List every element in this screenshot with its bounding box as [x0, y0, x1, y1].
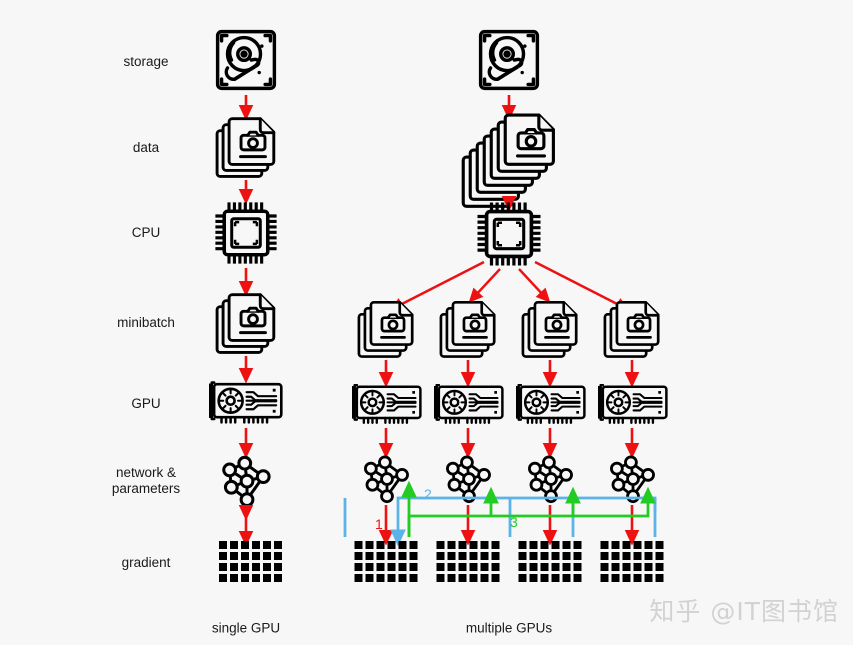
step3-green-broadcast-bus: [401, 480, 656, 537]
gpu-device-1: [352, 300, 422, 504]
gpu-card-icon: [209, 381, 283, 424]
row-label-storage: storage: [123, 54, 169, 69]
gpu-card-icon: [434, 384, 504, 425]
minibatch-stack-icon: [215, 293, 276, 354]
row-label-minibatch: minibatch: [117, 315, 175, 330]
row-label-network: network & parameters: [111, 465, 181, 496]
gpu-card-icon: [598, 384, 668, 425]
hard-drive-icon: [215, 29, 277, 91]
gpu-device-2: [434, 300, 504, 504]
row-label-gpu: GPU: [131, 396, 161, 411]
caption-single-gpu: single GPU: [211, 620, 281, 636]
flow-step-labels: 1 2 3: [375, 486, 518, 532]
gradient-grid-icon: [436, 541, 500, 582]
flow-step-1-label: 1: [375, 516, 383, 532]
hard-drive-icon: [478, 29, 540, 91]
minibatch-stack-icon: [521, 300, 578, 358]
cpu-chip-icon: [213, 200, 279, 266]
gpu-card-icon: [352, 384, 422, 425]
row-label-cpu: CPU: [131, 225, 161, 240]
gradient-grid-icon: [219, 541, 282, 582]
neural-network-icon: [222, 455, 271, 507]
arrow-cpu-to-minibatch-4: [534, 260, 631, 311]
step1-red-gradient-arrows: [378, 505, 640, 546]
gradient-grid-icon: [600, 541, 664, 582]
gpu-card-icon: [516, 384, 586, 425]
minibatch-stack-icon: [439, 300, 496, 358]
cpu-chip-icon: [475, 200, 543, 268]
caption-multiple-gpus: multiple GPUs: [465, 620, 553, 636]
neural-network-icon: [610, 455, 655, 504]
flow-step-3-label: 3: [510, 514, 518, 530]
watermark-text: 知乎 @IT图书馆: [649, 597, 839, 626]
document-stack-icon-large: [461, 113, 555, 208]
gpu-device-3: [516, 300, 586, 504]
multi-gpu-pipeline: [343, 29, 668, 547]
neural-network-icon: [528, 455, 573, 504]
arrow-cpu-to-minibatch-2: [468, 268, 501, 303]
arrow-cpu-to-minibatch-1: [388, 260, 485, 311]
single-gpu-pipeline: [209, 29, 283, 582]
minibatch-stack-icon: [357, 300, 414, 358]
row-label-data: data: [132, 140, 160, 155]
gpu-device-4: [598, 300, 668, 504]
flow-step-2-label: 2: [424, 486, 432, 502]
row-label-gradient: gradient: [121, 555, 171, 570]
neural-network-icon: [364, 455, 409, 504]
gradient-grid-icon: [518, 541, 582, 582]
arrow-cpu-to-minibatch-3: [518, 268, 551, 303]
neural-network-icon: [446, 455, 491, 504]
document-stack-icon: [215, 117, 276, 178]
gradient-grid-icon: [354, 541, 418, 582]
minibatch-stack-icon: [603, 300, 660, 358]
step2-blue-aggregation-bus: [343, 496, 657, 547]
